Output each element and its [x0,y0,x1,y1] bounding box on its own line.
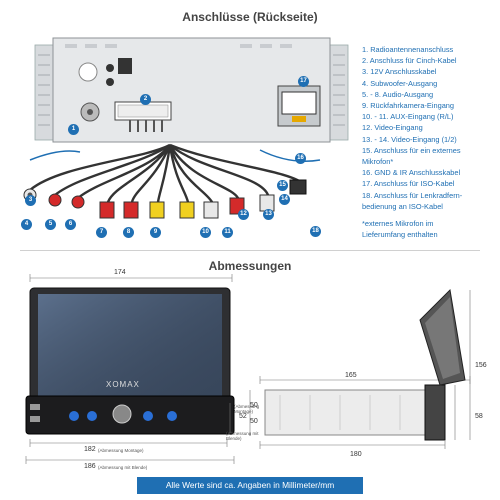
legend-item-7: 10. - 11. AUX-Eingang (R/L) [362,112,454,122]
dim-bezel-width-note: (Abmessung mit Blende) [98,465,148,470]
connection-legend: 1. Radioantennenanschluss 2. Anschluss f… [362,44,498,240]
badge-5: 5 [45,219,56,230]
legend-item-9: 13. - 14. Video-Eingang (1/2) [362,134,457,144]
dim-bezel-height: 52 [239,413,247,420]
badge-10: 10 [200,227,211,238]
legend-item-2: 2. Anschluss für Cinch-Kabel [362,56,457,66]
badge-4: 4 [21,219,32,230]
legend-note-line1: *externes Mikrofon im [362,219,434,229]
dim-mount-width-note: (Abmessung Montage) [98,448,144,453]
badge-3: 3 [25,195,36,206]
dim-front-height: 58 [475,413,483,420]
connections-title: Anschlüsse (Rückseite) [182,10,318,24]
badge-12: 12 [238,209,249,220]
wiring-harness-drawing [23,143,321,219]
badge-11: 11 [222,227,233,238]
footer-banner: Alle Werte sind ca. Angaben in Millimete… [137,477,363,494]
legend-item-12: 16. GND & IR Anschlusskabel [362,168,461,178]
rear-panel-drawing [34,37,349,143]
legend-item-14: 18. Anschluss für Lenkradfern- [362,190,463,200]
legend-item-4: 4. Subwoofer-Ausgang [362,78,438,88]
legend-note-line2: Lieferumfang enthalten [362,230,438,240]
legend-item-8: 12. Video-Eingang [362,123,423,133]
legend-item-13: 17. Anschluss für ISO-Kabel [362,179,455,189]
legend-item-6: 9. Rückfahrkamera-Eingang [362,101,455,111]
badge-15: 15 [277,180,288,191]
badge-9: 9 [150,227,161,238]
dim-screen-height: 156 [475,362,487,369]
badge-7: 7 [96,227,107,238]
badge-16: 16 [295,153,306,164]
legend-item-10: 15. Anschluss für ein externes [362,145,461,155]
dim-mount-height-note: (Abmessung Montage) [234,404,260,414]
badge-14: 14 [279,194,290,205]
badge-1: 1 [68,124,79,135]
dim-top-width: 174 [114,269,126,276]
legend-note: *externes Mikrofon im Lieferumfang entha… [362,218,498,240]
dim-bezel-width: 186 [84,463,96,470]
dim-mount-width: 182 [84,446,96,453]
section-divider [20,250,480,251]
badge-18: 18 [310,226,321,237]
side-view-drawing [249,288,471,449]
legend-item-11: Mikrofon* [362,157,394,167]
badge-8: 8 [123,227,134,238]
dim-total-length: 180 [350,451,362,458]
legend-item-15: bedienung an ISO-Kabel [362,201,443,211]
dimensions-title: Abmessungen [208,259,292,273]
front-view-drawing [25,274,235,464]
legend-item-5: 5. - 8. Audio-Ausgang [362,89,434,99]
legend-item-3: 3. 12V Anschlusskabel [362,67,437,77]
dim-bezel-height-note: (Abmessung mit Blende) [226,431,259,441]
badge-2: 2 [140,94,151,105]
badge-6: 6 [65,219,76,230]
legend-item-1: 1. Radioantennenanschluss [362,45,454,54]
badge-13: 13 [263,209,274,220]
dim-chassis-height: 50 [250,418,258,425]
dim-chassis-length: 165 [345,372,357,379]
badge-17: 17 [298,76,309,87]
dim-mount-height: 50 [250,402,258,409]
brand-logo: XOMAX [106,380,140,389]
